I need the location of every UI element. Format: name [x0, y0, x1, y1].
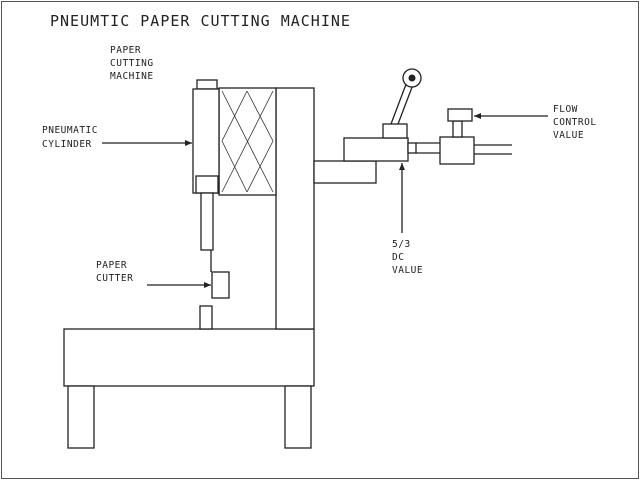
cutter-label: PAPER CUTTER [96, 260, 133, 284]
piston-rod [200, 192, 214, 251]
dc-valve-assembly [343, 68, 440, 162]
machine-side-arm [313, 160, 377, 184]
diagram-title: PNEUMTIC PAPER CUTTING MACHINE [50, 12, 351, 30]
flow-valve-body [439, 136, 475, 165]
flow-valve-stem [452, 120, 463, 138]
machine-base [63, 328, 315, 387]
flow-valve-knob [447, 108, 473, 122]
dc-valve-actuator-block [382, 123, 408, 139]
dc-valve-lever-arm-2 [397, 81, 415, 125]
paper-cutter-blade [211, 271, 230, 299]
dc-valve-lever-arm-1 [390, 78, 409, 125]
dc-valve-label: 5/3 DC VALUE [392, 239, 423, 276]
machine-column [275, 87, 315, 330]
dc-valve-lever-pivot [408, 74, 416, 82]
valve-connector-stub [407, 142, 417, 154]
machine-leg-right [284, 385, 312, 449]
machine-label: PAPER CUTTING MACHINE [110, 45, 160, 82]
cylinder-top-cap [196, 79, 218, 90]
pneumatic-cylinder [192, 79, 220, 272]
flow-control-valve [439, 108, 512, 165]
cylinder-label: PNEUMATIC CYLINDER [42, 125, 104, 150]
head-block-cross-pattern [221, 90, 274, 193]
machine-leg-left [67, 385, 95, 449]
cylinder-bottom-cap [195, 175, 219, 194]
dc-valve-body [343, 137, 409, 162]
cutter-guide-block [199, 305, 213, 330]
machine-frame [63, 87, 377, 449]
flow-valve-label: FLOW CONTROL VALUE [553, 104, 603, 141]
